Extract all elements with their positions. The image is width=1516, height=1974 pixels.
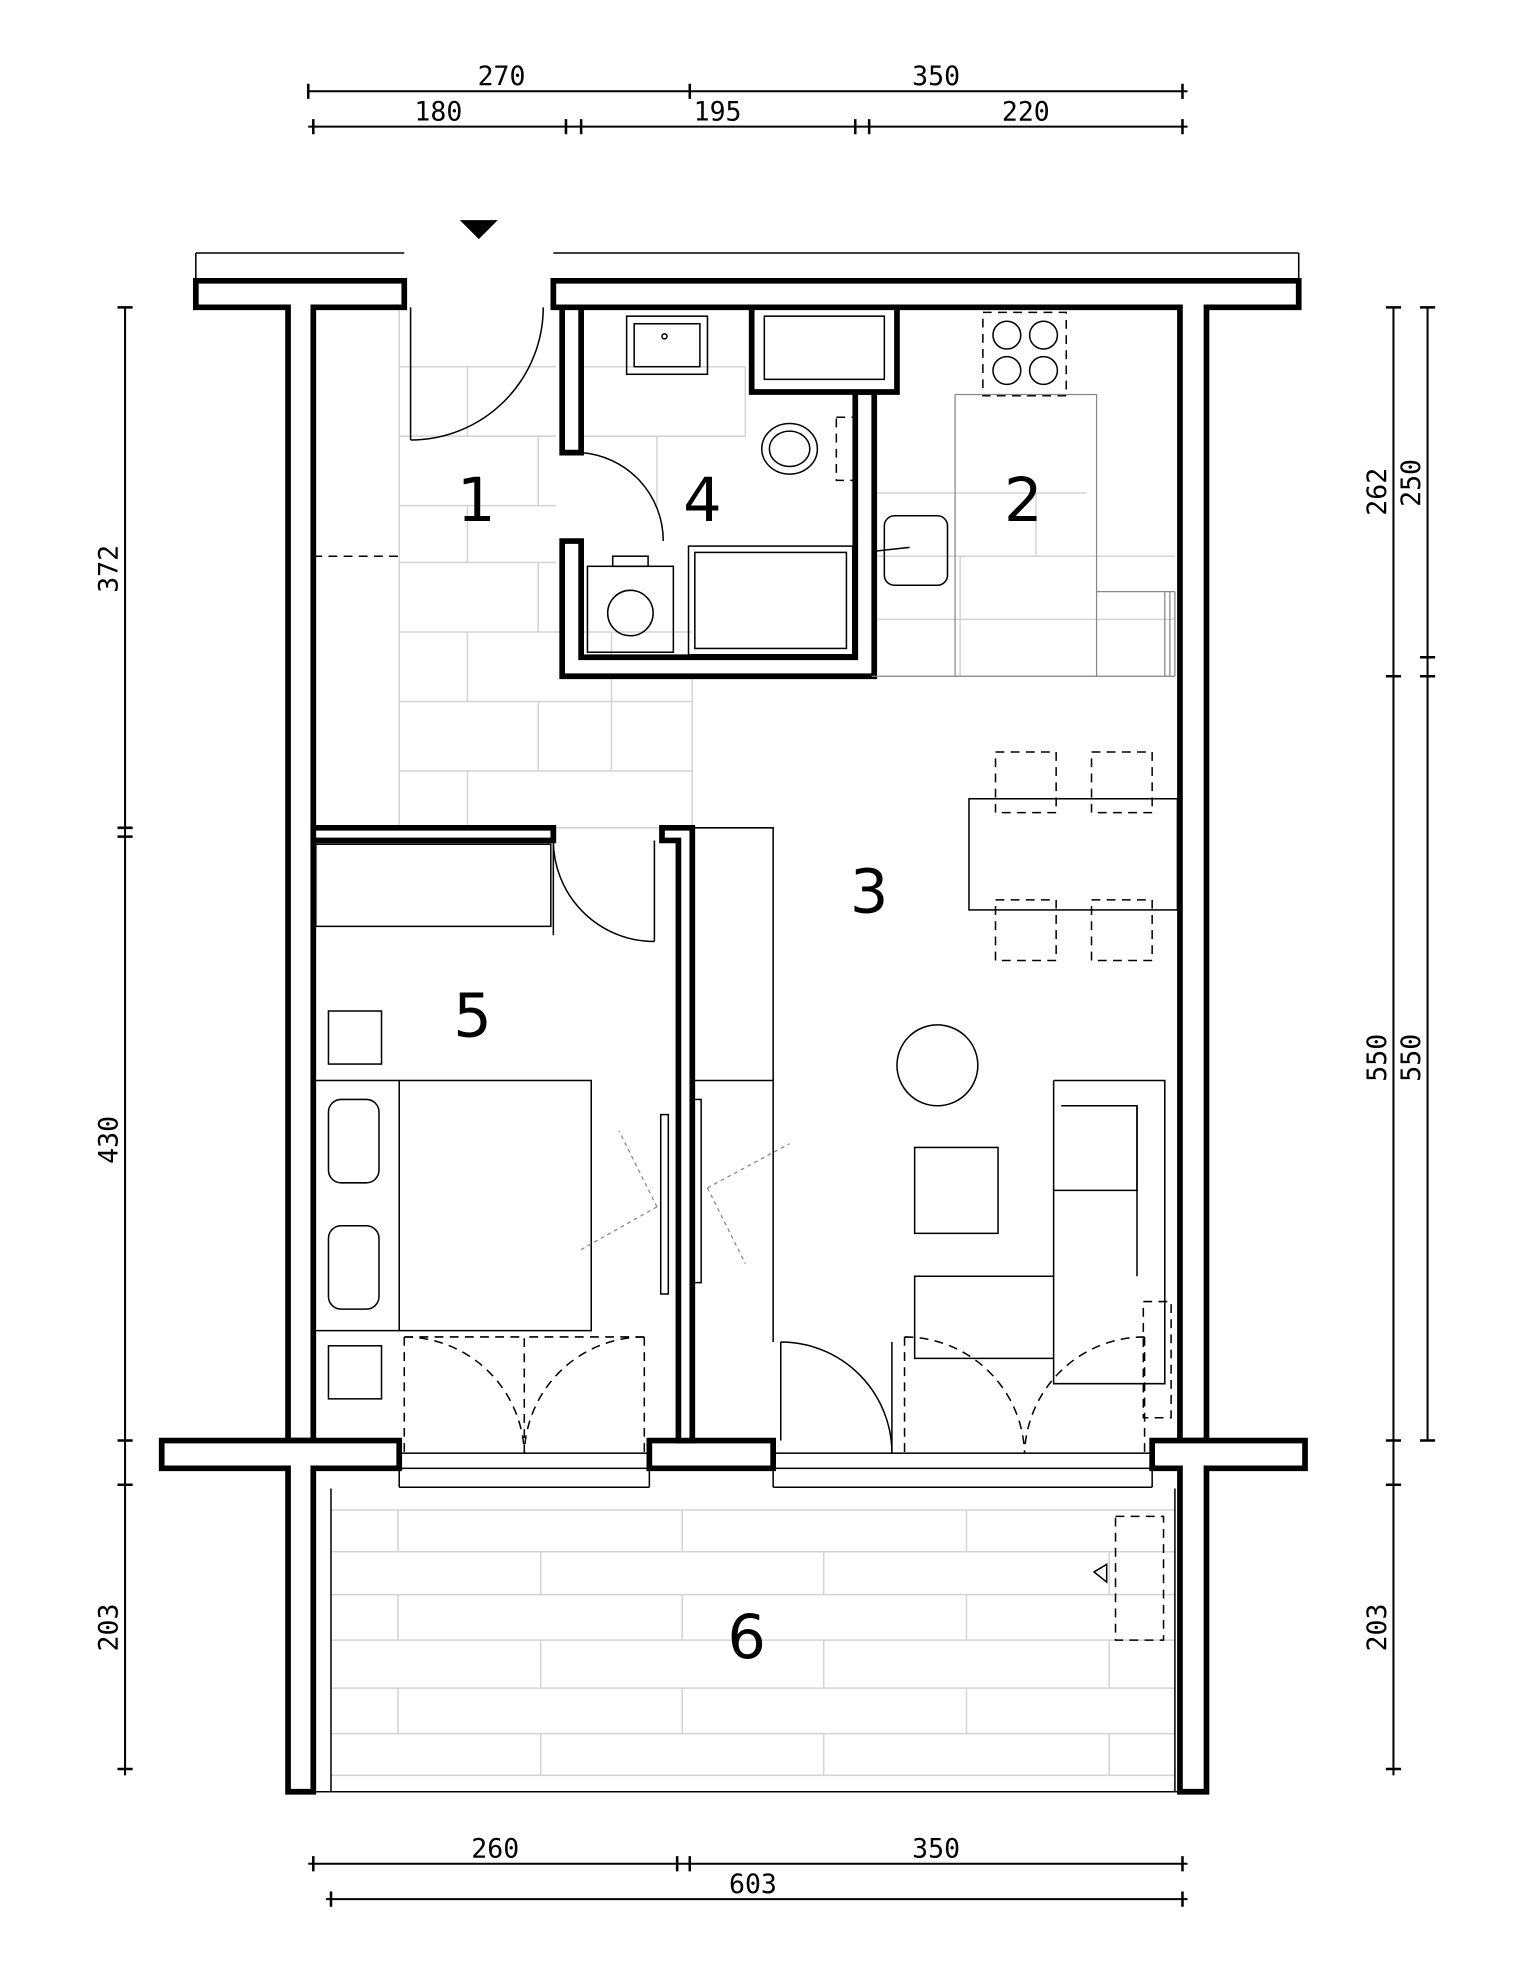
- dim-top-180: 180: [414, 96, 462, 127]
- dim-right-203: 203: [1362, 1604, 1393, 1652]
- entrance-arrow-icon: [459, 220, 498, 240]
- dim-top-270: 270: [478, 61, 526, 92]
- room-label-5: 5: [453, 981, 492, 1051]
- dim-right-550: 550: [1362, 1034, 1393, 1082]
- bedroom-furniture: [312, 843, 1165, 1641]
- room-label-1: 1: [457, 466, 496, 536]
- windows: [398, 1452, 1153, 1489]
- bed-icon: [312, 1079, 592, 1332]
- room-label-3: 3: [850, 857, 889, 927]
- washing-machine-icon: [586, 565, 675, 653]
- tile-pattern-balcony: [330, 1509, 1175, 1777]
- room-label-4: 4: [683, 466, 722, 536]
- dim-top-195: 195: [694, 96, 742, 127]
- living-furniture: [692, 751, 1179, 1419]
- dimensions: 270 350 180 195 220 260 350 603 372 430 …: [93, 61, 1436, 1907]
- toilet-icon: [761, 422, 819, 475]
- walls: [158, 252, 1308, 1795]
- round-table-icon: [896, 1024, 979, 1107]
- room-label-6: 6: [727, 1603, 766, 1673]
- dim-bottom-350: 350: [912, 1833, 960, 1864]
- dim-left-203: 203: [93, 1604, 124, 1652]
- room-labels: 1 2 3 4 5 6: [453, 466, 1042, 1673]
- bathtub-icon: [687, 545, 854, 656]
- dim-top-350: 350: [912, 61, 960, 92]
- kitchen-sink-icon: [883, 515, 949, 587]
- dim-bottom-603: 603: [729, 1869, 777, 1900]
- dim-top-220: 220: [1002, 96, 1050, 127]
- dim-right-250: 250: [1396, 459, 1427, 507]
- dining-table-icon: [968, 798, 1179, 911]
- dim-right-inner-550: 550: [1396, 1034, 1427, 1082]
- dim-right-262: 262: [1362, 468, 1393, 516]
- room-label-2: 2: [1004, 466, 1043, 536]
- doors: [313, 307, 1146, 1454]
- dim-left-372: 372: [93, 545, 124, 593]
- dim-bottom-260: 260: [471, 1833, 519, 1864]
- dim-left-430: 430: [93, 1116, 124, 1164]
- fixtures: [586, 311, 1176, 677]
